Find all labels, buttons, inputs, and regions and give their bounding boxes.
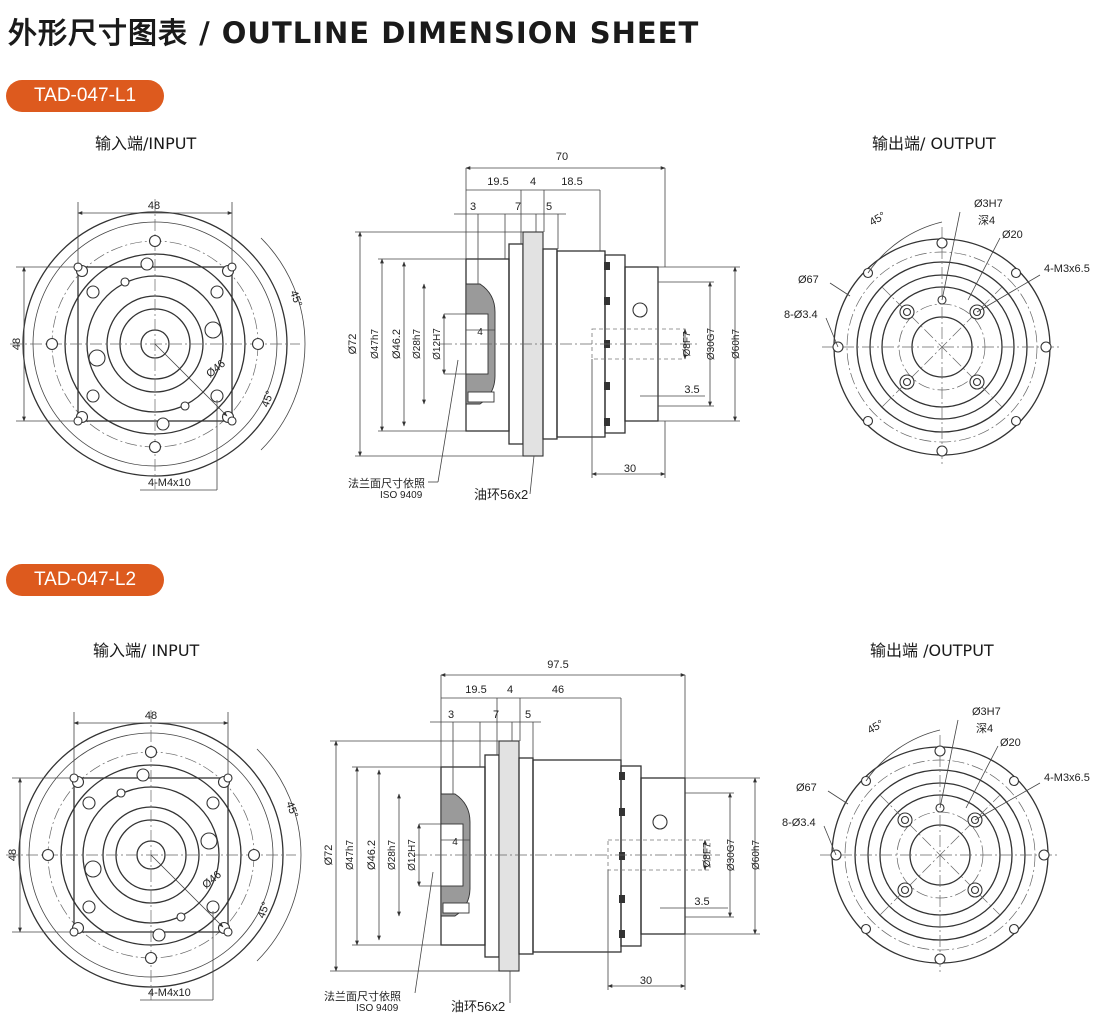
side-view-l1: 70 19.5 4 18.5 3 7 5 4 30 3.5 Ø72 Ø47h7 … [347, 151, 742, 502]
side-d3-l1: 18.5 [561, 176, 582, 188]
output-view-l2: Ø3H7 深4 Ø20 4-M3x6.5 Ø67 8-Ø3.4 45° [782, 706, 1090, 976]
input-angle-b-l2: 45° [256, 900, 273, 920]
output-depth-l1: 深4 [978, 214, 995, 227]
side-note-cn-l2: 法兰面尺寸依照 [324, 989, 401, 1003]
side-shaft-l1: 30 [624, 463, 636, 475]
side-note-iso-l1: ISO 9409 [380, 490, 423, 501]
side-note-iso-l2: ISO 9409 [356, 1003, 399, 1014]
side-dia-out-l2: Ø60h7 [751, 840, 762, 870]
side-dia-flange-l1: Ø72 [347, 334, 359, 355]
side-note-cn-l1: 法兰面尺寸依照 [348, 476, 425, 490]
output-tapped-l1: 4-M3x6.5 [1044, 263, 1090, 275]
side-dia-flange-l2: Ø72 [323, 845, 335, 866]
side-dia-pilot-l2: Ø47h7 [345, 840, 356, 870]
side-d3-l2: 46 [552, 684, 564, 696]
side-dia-hole-l1: Ø12H7 [432, 328, 443, 360]
side-inner-l2: 4 [452, 837, 458, 848]
input-angle-b-l1: 45° [260, 389, 277, 409]
output-pcd-large-l2: Ø67 [796, 782, 817, 794]
output-holes-l1: 8-Ø3.4 [784, 309, 818, 321]
output-label-l1: 输出端/ OUTPUT [872, 134, 996, 153]
input-width-l1: 48 [148, 200, 160, 212]
input-height-l1: 48 [11, 338, 23, 350]
input-tapped-l1: 4-M4x10 [148, 477, 191, 489]
side-dia-key-l1: Ø8F7 [682, 331, 693, 356]
output-depth-l2: 深4 [976, 722, 993, 735]
input-view-l2: 48 48 Ø46 45° 45° 4-M4x10 [6, 710, 301, 1000]
side-inner-l1: 4 [477, 327, 483, 338]
side-dia-pilot-l1: Ø47h7 [370, 329, 381, 359]
output-view-l1: Ø3H7 深4 Ø20 4-M3x6.5 Ø67 8-Ø3.4 45° [784, 198, 1090, 468]
output-pin-l1: Ø3H7 [974, 198, 1003, 210]
side-d1-l1: 19.5 [487, 176, 508, 188]
input-view-l1: 48 48 Ø46 45° 45° 4-M4x10 [10, 199, 305, 491]
input-pcd-l2: Ø46 [200, 869, 224, 892]
output-tapped-l2: 4-M3x6.5 [1044, 772, 1090, 784]
output-label-l2: 输出端 /OUTPUT [870, 641, 994, 660]
side-dia-hole-l2: Ø12H7 [407, 839, 418, 871]
side-overall-l1: 70 [556, 151, 568, 163]
input-angle-a-l1: 45° [287, 289, 304, 309]
input-label-l2: 输入端/ INPUT [93, 641, 200, 660]
side-dia-body-l1: Ø46.2 [391, 329, 403, 359]
side-d4-l2: 3 [448, 709, 454, 721]
page-title: 外形尺寸图表 / OUTLINE DIMENSION SHEET [8, 16, 700, 50]
input-angle-a-l2: 45° [283, 800, 300, 820]
side-d5-l2: 7 [493, 709, 499, 721]
side-d5-l1: 7 [515, 201, 521, 213]
output-pcd-small-l2: Ø20 [1000, 737, 1021, 749]
input-pcd-l1: Ø46 [204, 358, 228, 381]
output-angle-l2: 45° [866, 718, 886, 737]
output-pcd-large-l1: Ø67 [798, 274, 819, 286]
side-key-l2: 3.5 [694, 896, 709, 908]
side-d4-l1: 3 [470, 201, 476, 213]
input-width-l2: 48 [145, 710, 157, 722]
side-shaft-l2: 30 [640, 975, 652, 987]
side-view-l2: 97.5 19.5 4 46 3 7 5 4 30 3.5 Ø72 Ø47h7 … [323, 659, 762, 1014]
side-oil-ring-l2: 油环56x2 [451, 999, 505, 1014]
side-oil-ring-l1: 油环56x2 [474, 487, 528, 502]
side-dia-key-l2: Ø8F7 [702, 842, 713, 867]
output-pin-l2: Ø3H7 [972, 706, 1001, 718]
side-dia-shaft-l1: Ø30G7 [706, 327, 717, 360]
side-key-l1: 3.5 [684, 384, 699, 396]
output-angle-l1: 45° [868, 210, 888, 229]
input-label-l1: 输入端/INPUT [95, 134, 197, 153]
input-height-l2: 48 [7, 849, 19, 861]
model-tag-l1: TAD-047-L1 [6, 80, 164, 112]
model-tag-l2: TAD-047-L2 [6, 564, 164, 596]
output-pcd-small-l1: Ø20 [1002, 229, 1023, 241]
input-tapped-l2: 4-M4x10 [148, 987, 191, 999]
side-dia-shaft-l2: Ø30G7 [726, 838, 737, 871]
side-overall-l2: 97.5 [547, 659, 568, 671]
side-d6-l2: 5 [525, 709, 531, 721]
side-dia-bore-l1: Ø28h7 [412, 329, 423, 359]
output-holes-l2: 8-Ø3.4 [782, 817, 816, 829]
side-dia-out-l1: Ø60h7 [731, 329, 742, 359]
side-d2-l1: 4 [530, 176, 536, 188]
side-dia-bore-l2: Ø28h7 [387, 840, 398, 870]
side-d1-l2: 19.5 [465, 684, 486, 696]
side-dia-body-l2: Ø46.2 [366, 840, 378, 870]
side-d6-l1: 5 [546, 201, 552, 213]
side-d2-l2: 4 [507, 684, 513, 696]
